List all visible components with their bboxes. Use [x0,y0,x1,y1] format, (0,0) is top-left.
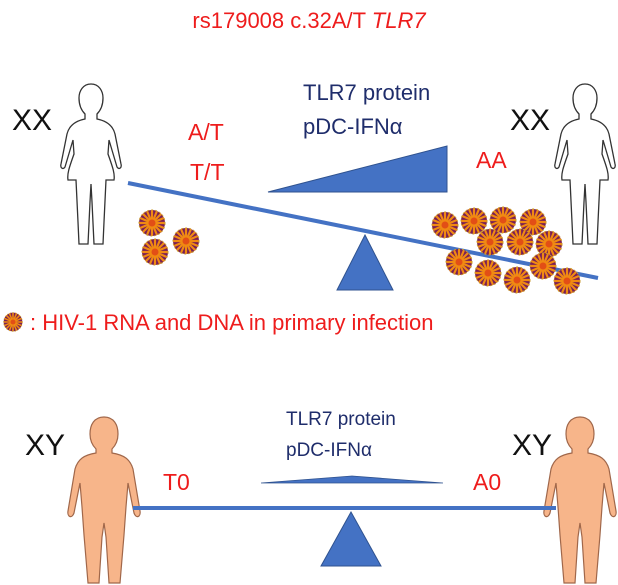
virus-particle-icon [444,247,474,277]
male-silhouette-icon-left [67,416,141,584]
fulcrum-top [336,233,394,291]
tlr7-protein-label-top: TLR7 protein [303,80,430,105]
pdc-ifn-label-top: pDC-IFNα [303,114,403,139]
tlr7-flat-wedge [260,475,444,484]
genotype-aa-label: AA [476,147,507,173]
male-silhouette-icon-right [543,416,617,584]
sex-label-top-right: XX [510,104,550,137]
figure-title: rs179008 c.32A/T TLR7 [192,8,426,33]
tlr7-increase-wedge [267,145,448,193]
virus-particle-icon [2,311,24,333]
pdc-ifn-label-bottom: pDC-IFNα [286,440,372,461]
genotype-t-t-label: T/T [190,159,225,185]
virus-particle-icon [140,237,170,267]
tlr7-protein-label-bottom: TLR7 protein [286,409,396,430]
balance-beam-top [127,181,599,280]
female-outline-icon-left [60,83,122,245]
sex-label-top-left: XX [12,104,52,137]
virus-particle-icon [430,210,460,240]
legend: : HIV-1 RNA and DNA in primary infection [2,310,434,335]
bottom-panel: XY XY TLR7 protein pDC-IFNα T0 A0 [25,409,617,584]
virus-particle-icon [459,206,489,236]
virus-particle-icon [473,258,503,288]
virus-particle-icon [502,265,532,295]
genotype-a0-label: A0 [473,469,501,495]
sex-label-bottom-left: XY [25,429,65,462]
virus-particle-icon [552,266,582,296]
fulcrum-bottom [320,510,382,567]
top-panel: XX XX TLR7 protein pDC-IFNα A/T T/T AA [12,80,616,296]
virus-particle-icon [171,226,201,256]
female-outline-icon-right [554,83,616,245]
virus-particle-icon [505,227,535,257]
genotype-t0-label: T0 [163,469,190,495]
virus-particle-icon [475,227,505,257]
virus-particle-icon [137,208,167,238]
virus-particle-icon [528,251,558,281]
legend-text: : HIV-1 RNA and DNA in primary infection [30,310,434,335]
genotype-a-t-label: A/T [188,119,224,145]
sex-label-bottom-right: XY [512,429,552,462]
